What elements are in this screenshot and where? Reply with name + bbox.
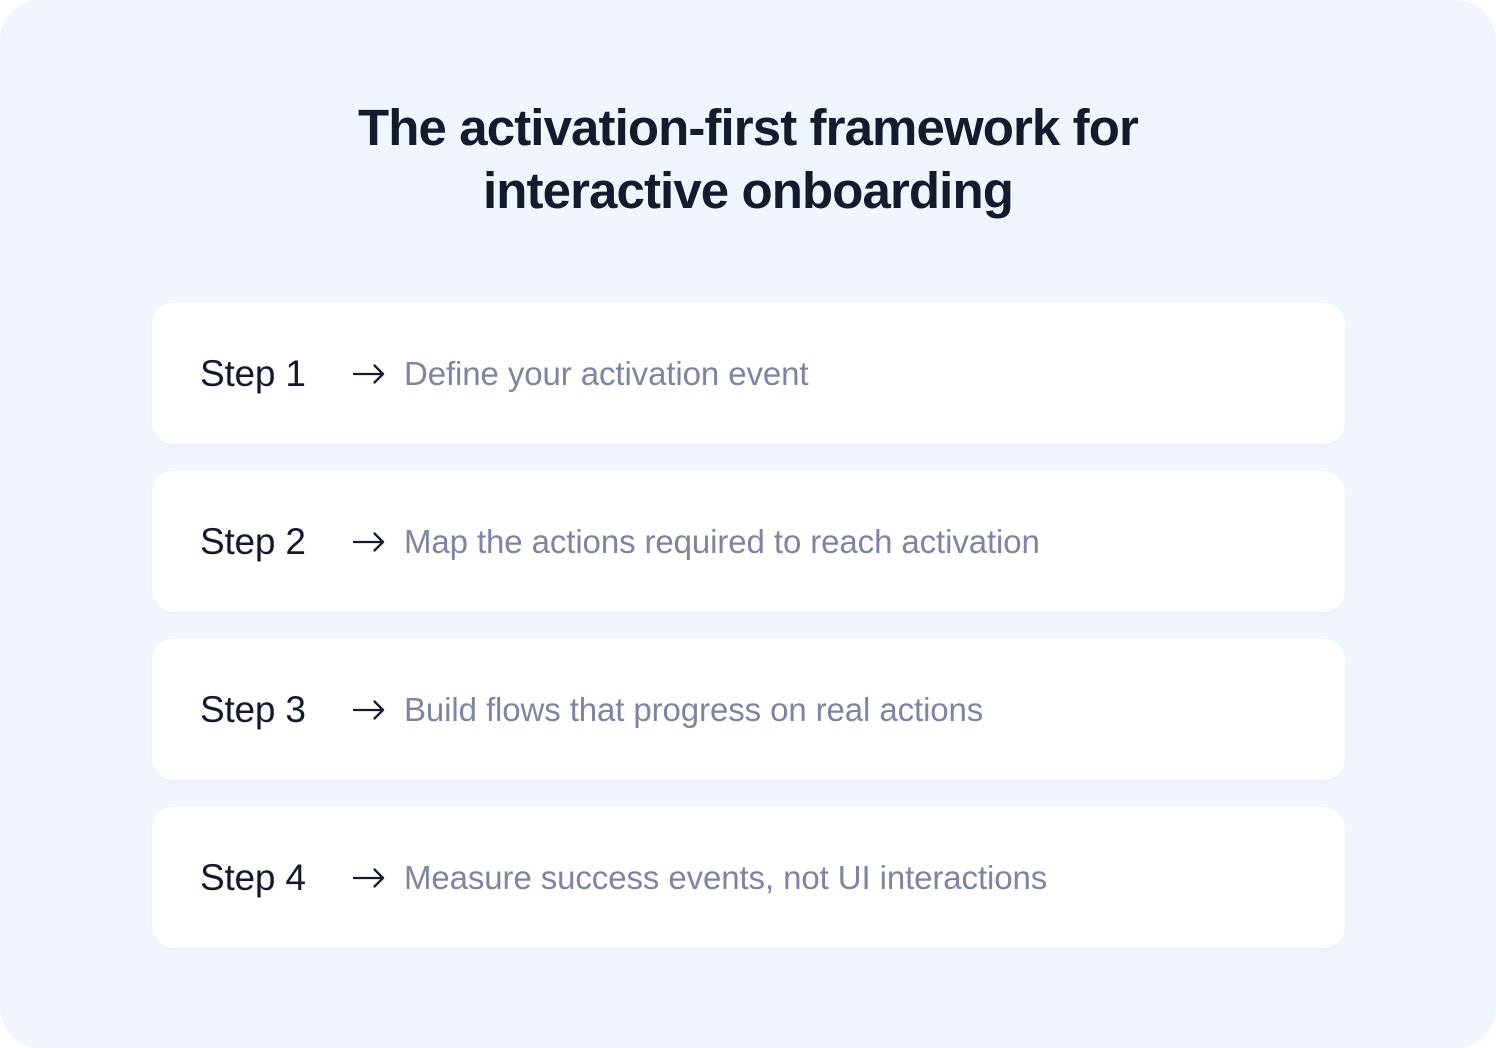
steps-list: Step 1 Define your activation event Step… (152, 303, 1345, 948)
arrow-right-icon (352, 530, 404, 554)
page-title: The activation-first framework for inter… (358, 99, 1139, 219)
step-description: Build flows that progress on real action… (404, 690, 984, 728)
step-label: Step 4 (200, 856, 306, 898)
step-label: Step 1 (200, 352, 306, 394)
step-description: Map the actions required to reach activa… (404, 522, 1040, 560)
arrow-right-icon (352, 698, 404, 722)
step-label: Step 2 (200, 520, 306, 562)
step-description: Measure success events, not UI interacti… (404, 858, 1048, 896)
step-row-1[interactable]: Step 1 Define your activation event (152, 303, 1345, 444)
page-title-block: The activation-first framework for inter… (0, 96, 1496, 222)
arrow-right-icon (352, 362, 404, 386)
step-description: Define your activation event (404, 354, 809, 392)
step-label: Step 3 (200, 688, 306, 730)
step-row-4[interactable]: Step 4 Measure success events, not UI in… (152, 807, 1345, 948)
step-row-2[interactable]: Step 2 Map the actions required to reach… (152, 471, 1345, 612)
arrow-right-icon (352, 866, 404, 890)
step-row-3[interactable]: Step 3 Build flows that progress on real… (152, 639, 1345, 780)
